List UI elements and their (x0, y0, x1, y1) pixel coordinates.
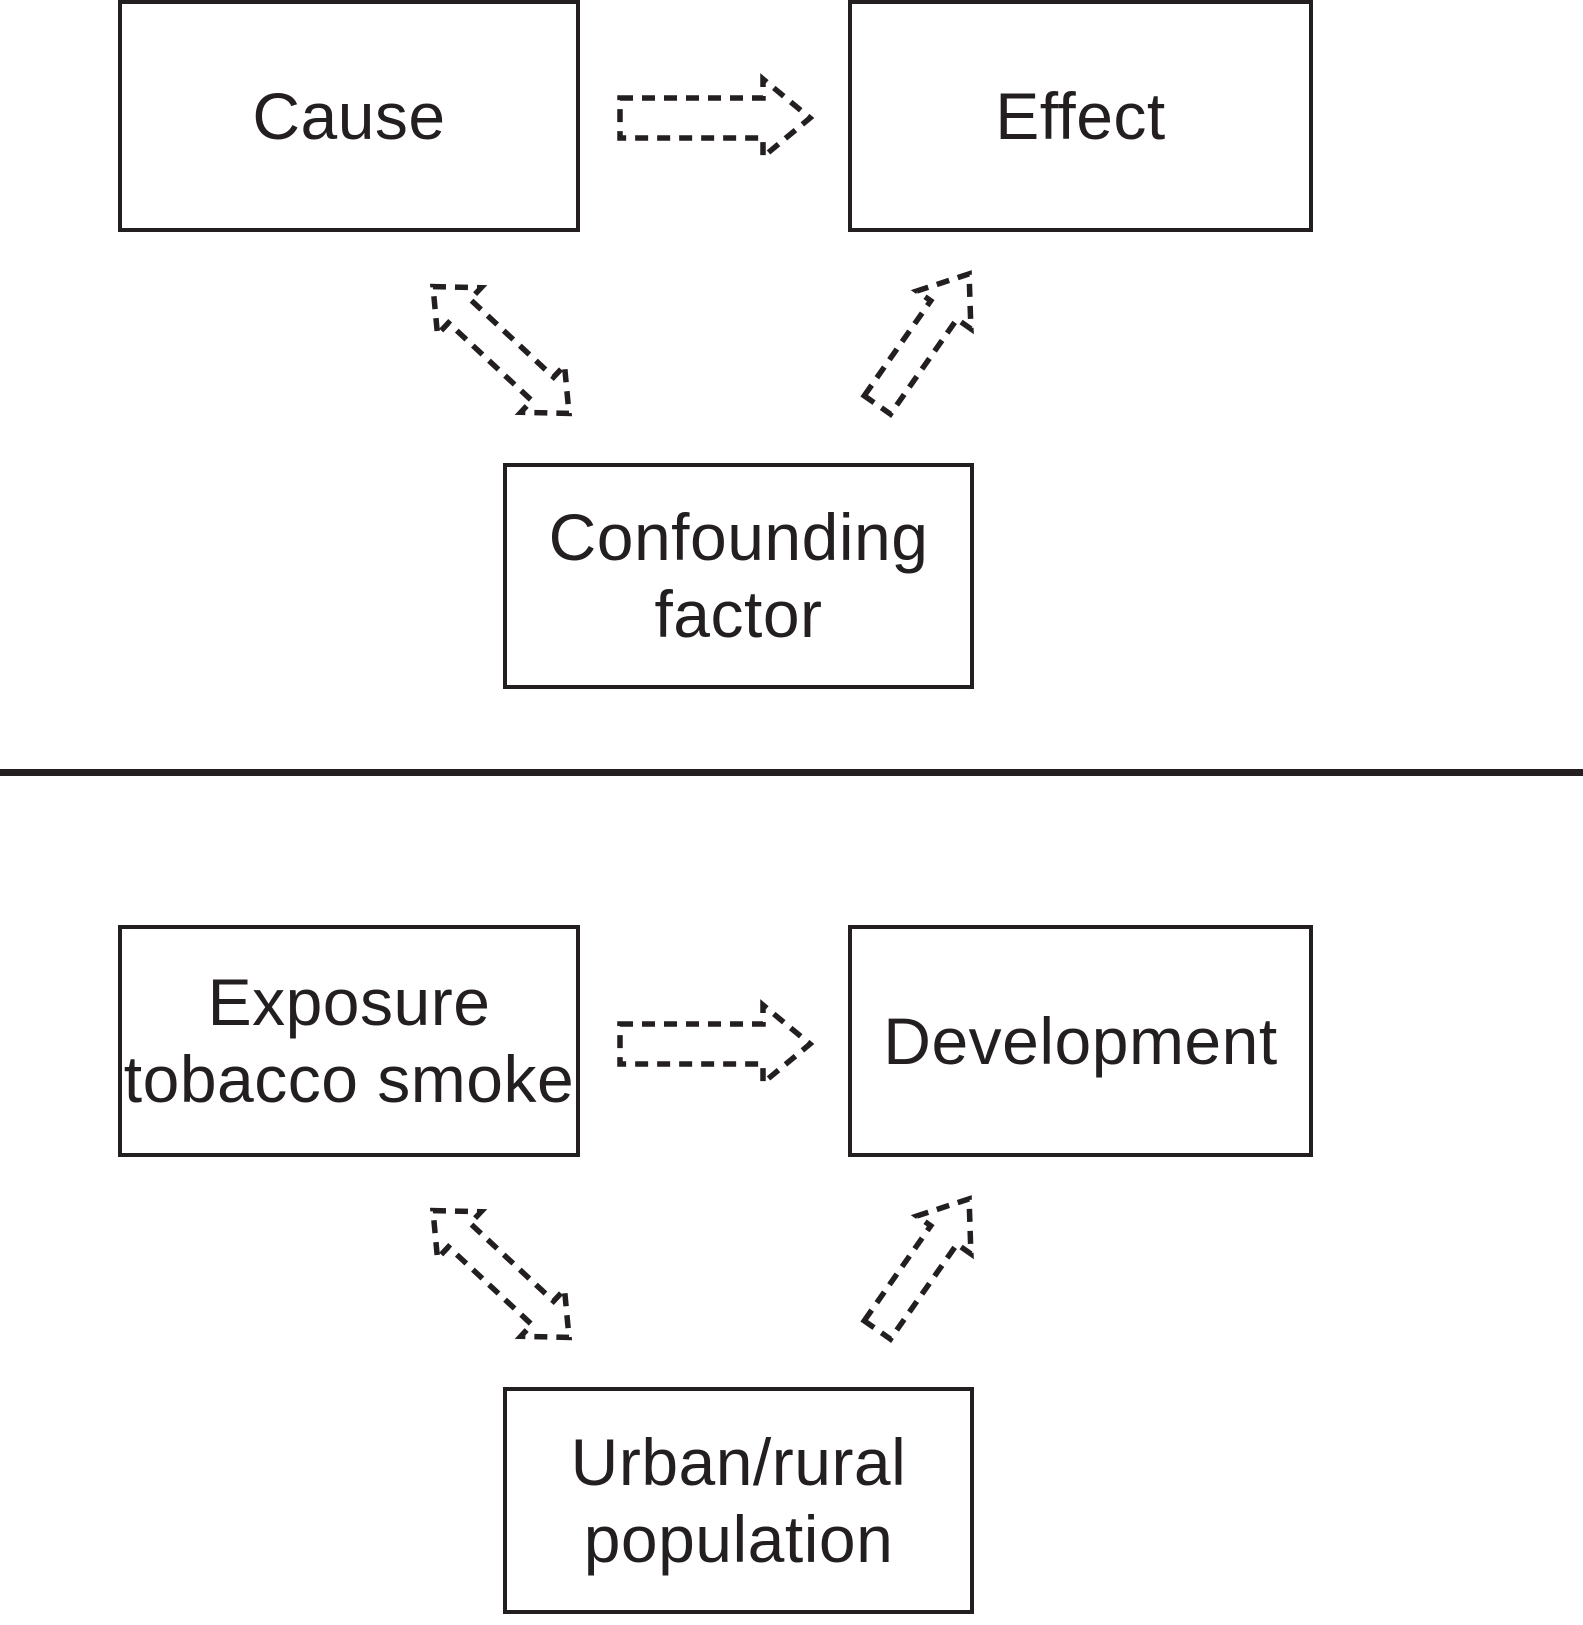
arrow-exposure-urban-bidirectional-icon (407, 1183, 595, 1365)
cause-label: Cause (252, 78, 446, 153)
exposure-label-line1: Exposure (207, 965, 491, 1040)
box-effect: Effect (848, 0, 1313, 232)
confounding-factor-label-line2: factor (654, 577, 823, 651)
arrow-cause-confounding-bidirectional-icon (407, 259, 595, 441)
urban-rural-label-line2: population (583, 1501, 894, 1576)
box-development: Development (848, 925, 1313, 1157)
effect-label: Effect (995, 78, 1166, 153)
arrow-urban-to-development-icon (847, 1176, 1001, 1352)
box-exposure-tobacco-smoke: Exposure tobacco smoke (118, 925, 580, 1157)
box-urban-rural-population: Urban/rural population (503, 1387, 974, 1614)
box-confounding-factor: Confounding factor (503, 463, 974, 689)
panel-divider (0, 769, 1583, 776)
urban-rural-label-line1: Urban/rural (570, 1424, 907, 1499)
confounding-factor-label-line1: Confounding (548, 500, 929, 575)
exposure-label-line2: tobacco smoke (123, 1042, 575, 1116)
arrow-exposure-to-development-icon (617, 999, 815, 1089)
box-cause: Cause (118, 0, 580, 232)
arrow-confounding-to-effect-icon (847, 251, 1001, 427)
development-label: Development (883, 1003, 1278, 1078)
arrow-cause-to-effect-icon (617, 73, 815, 163)
